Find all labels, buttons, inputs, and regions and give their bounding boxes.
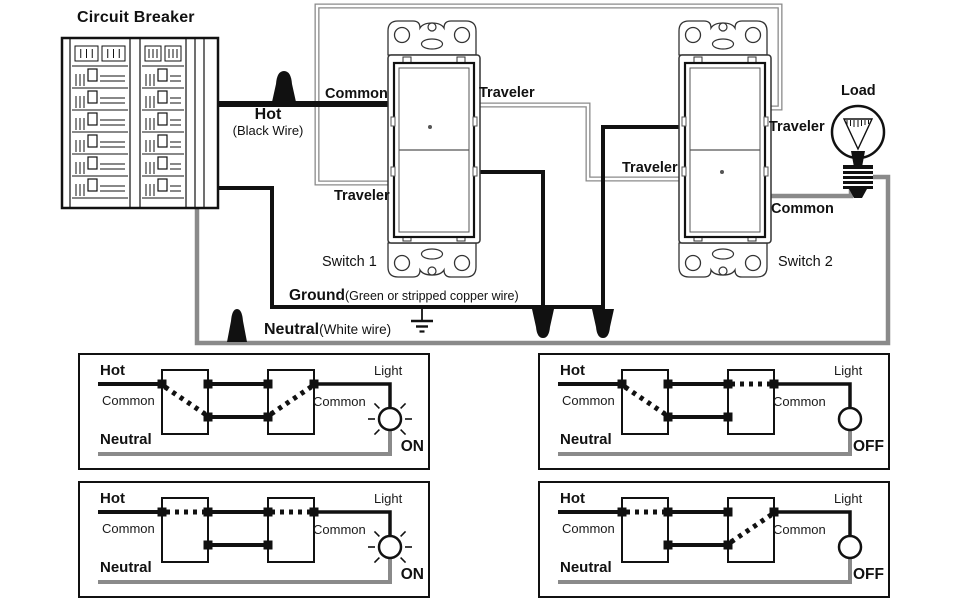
ground-wire: [218, 186, 601, 309]
terminal: [663, 540, 673, 550]
terminal: [663, 412, 673, 422]
schematic-box-1: [78, 353, 430, 470]
neutral-wire: [194, 174, 891, 346]
neutral-line: [558, 558, 852, 584]
switch-box-2: [267, 369, 315, 435]
common-wire-sw2-load: [767, 188, 854, 199]
terminal: [723, 412, 733, 422]
terminal: [663, 507, 673, 517]
terminal: [203, 379, 213, 389]
terminal: [203, 412, 213, 422]
schematic-diagrams: [78, 353, 890, 598]
terminal: [203, 540, 213, 550]
switch-2-graphic: [679, 21, 771, 277]
wire-nut-icon: [532, 309, 554, 338]
traveler-wire-loop: [314, 3, 783, 186]
traveler-wire-middle: [476, 102, 680, 182]
ground-pigtail-sw1: [477, 170, 545, 312]
terminal: [769, 507, 779, 517]
light-line: [774, 382, 852, 408]
switch-box-2: [267, 497, 315, 563]
light-bulb-icon: [837, 406, 863, 432]
neutral-line: [98, 430, 392, 456]
light-bulb-icon: [830, 104, 886, 198]
terminal: [203, 507, 213, 517]
light-bulb-icon: [377, 534, 403, 560]
switch-box-1: [161, 497, 209, 563]
terminal: [263, 507, 273, 517]
schematic-box-2: [78, 481, 430, 598]
light-rays-icon: [368, 397, 412, 436]
terminal: [769, 379, 779, 389]
light-rays-icon: [368, 525, 412, 564]
terminal: [309, 507, 319, 517]
terminal: [723, 507, 733, 517]
light-bulb-icon: [837, 534, 863, 560]
terminal: [309, 379, 319, 389]
switch-box-1: [621, 497, 669, 563]
wire-nut-icon: [592, 309, 614, 338]
neutral-line: [98, 558, 392, 584]
light-bulb-icon: [377, 406, 403, 432]
terminal: [617, 507, 627, 517]
terminal: [157, 507, 167, 517]
terminal: [263, 540, 273, 550]
switch-box-2: [727, 369, 775, 435]
ground-pigtail-sw2: [601, 125, 680, 312]
terminal: [723, 379, 733, 389]
wire-nut-icon: [272, 71, 296, 102]
switch-1-graphic: [388, 21, 480, 277]
schematic-box-4: [538, 481, 890, 598]
terminal: [263, 379, 273, 389]
terminal: [723, 540, 733, 550]
terminal: [263, 412, 273, 422]
terminal: [617, 379, 627, 389]
ground-symbol-icon: [411, 307, 433, 333]
switch-box-2: [727, 497, 775, 563]
switch-box-1: [621, 369, 669, 435]
neutral-line: [558, 430, 852, 456]
light-line: [774, 510, 852, 536]
terminal: [157, 379, 167, 389]
terminal: [663, 379, 673, 389]
circuit-breaker-panel: [60, 36, 220, 210]
schematic-box-3: [538, 353, 890, 470]
wire-nut-icon: [227, 309, 247, 342]
switch-box-1: [161, 369, 209, 435]
